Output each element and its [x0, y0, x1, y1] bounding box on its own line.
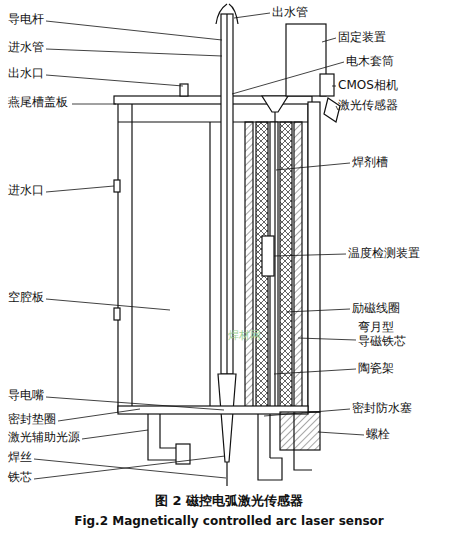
part-label: 焊剂槽: [352, 156, 388, 170]
watermark: 焊材网: [228, 330, 261, 343]
part-label: 进水管: [8, 41, 44, 55]
part-label: 铁芯: [8, 471, 32, 485]
part-label: CMOS相机: [338, 79, 398, 93]
part-label: 陶瓷架: [358, 362, 394, 376]
part-label: 螺栓: [366, 428, 390, 442]
part-label: 导电嘴: [8, 389, 44, 403]
part-label: 励磁线圈: [352, 302, 400, 316]
part-label: 弯月型 导磁铁芯: [358, 321, 410, 349]
part-label: 出水管: [272, 6, 308, 20]
part-label: 导电杆: [8, 13, 44, 27]
part-label: 燕尾槽盖板: [8, 96, 68, 110]
caption-english: Fig.2 Magnetically controlled arc laser …: [0, 514, 458, 528]
caption: 图 2 磁控电弧激光传感器: [0, 492, 458, 510]
part-label: 温度检测装置: [348, 247, 420, 261]
part-label: 进水口: [8, 184, 44, 198]
part-label: 密封防水塞: [352, 402, 412, 416]
part-label: 激光辅助光源: [8, 431, 80, 445]
part-label: 固定装置: [338, 31, 386, 45]
part-label: 空腔板: [8, 291, 44, 305]
part-label: 激光传感器: [338, 99, 398, 113]
part-label: 焊丝: [8, 451, 32, 465]
part-label: 出水口: [8, 67, 44, 81]
part-label: 密封垫圈: [8, 413, 56, 427]
part-label: 电木套筒: [346, 55, 394, 69]
